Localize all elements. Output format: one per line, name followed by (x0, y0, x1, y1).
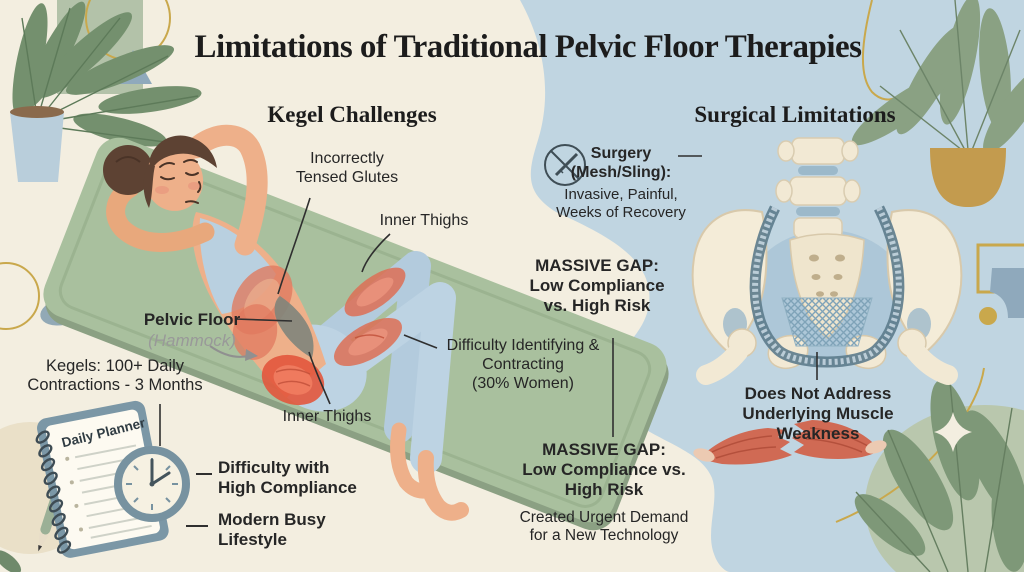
clock-illustration (114, 446, 190, 522)
plant-top-right (851, 0, 1024, 207)
pelvis-illustration (691, 137, 963, 385)
kegel-section-heading: Kegel Challenges (267, 102, 437, 127)
label-surgery-title: Surgery (Mesh/Sling): (570, 145, 672, 181)
label-high-compliance: Difficulty with High Compliance (218, 458, 357, 498)
right-mid-decor (976, 243, 1024, 325)
label-difficulty-identifying: Difficulty Identifying & Contracting (30… (446, 337, 600, 392)
label-pelvic-floor: Pelvic Floor (143, 310, 241, 329)
surgery-prohibited-icon (544, 144, 586, 186)
surgical-section-heading: Surgical Limitations (694, 102, 896, 127)
label-busy-lifestyle: Modern Busy Lifestyle (218, 510, 326, 550)
page-title: Limitations of Traditional Pelvic Floor … (194, 29, 862, 65)
label-pelvic-floor-sub: (Hammock) (148, 331, 236, 350)
plant-top-left (10, 1, 202, 182)
label-kegels-note: Kegels: 100+ Daily Contractions - 3 Mont… (27, 357, 203, 395)
label-inner-thighs-bottom: Inner Thighs (282, 408, 372, 425)
label-new-technology: Created Urgent Demand for a New Technolo… (519, 509, 689, 545)
leader-lines (159, 155, 818, 527)
label-massive-gap-bottom: MASSIVE GAP: Low Compliance vs. High Ris… (522, 440, 686, 500)
label-massive-gap-top: MASSIVE GAP: Low Compliance vs. High Ris… (529, 256, 665, 316)
planner-illustration: Daily Planner (35, 400, 169, 558)
leaves-bottom-right (835, 367, 1024, 572)
label-muscle-weakness: Does Not Address Underlying Muscle Weakn… (742, 384, 894, 444)
label-inner-thighs-top: Inner Thighs (379, 212, 469, 229)
label-tensed-glutes: Incorrectly Tensed Glutes (295, 150, 399, 186)
label-surgery-sub: Invasive, Painful, Weeks of Recovery (556, 186, 686, 221)
muscle-tear-illustration (693, 420, 887, 465)
woman-illustration (103, 124, 469, 521)
